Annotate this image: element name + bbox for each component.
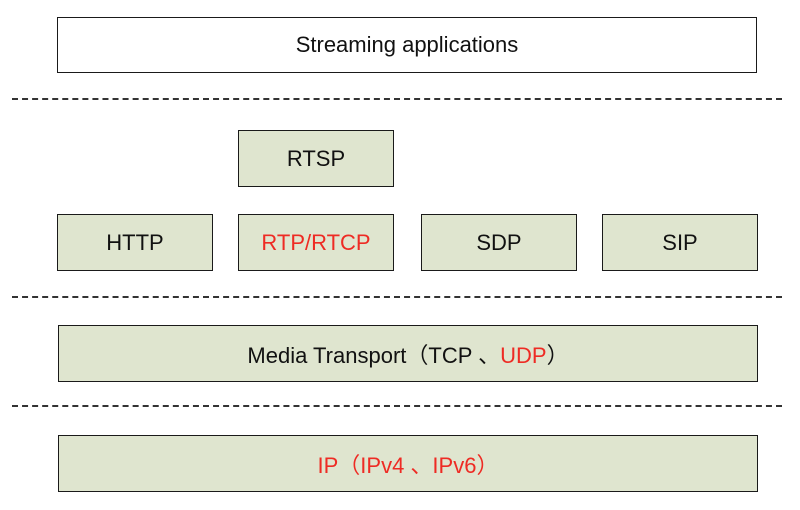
rtsp-label: RTSP bbox=[286, 145, 346, 171]
media-transport-label: Media Transport（TCP 、UDP） bbox=[247, 338, 568, 370]
layer-divider-3 bbox=[12, 405, 782, 407]
layer-divider-2 bbox=[12, 296, 782, 298]
streaming-applications-box: Streaming applications bbox=[57, 17, 757, 73]
rtp-rtcp-label: RTP/RTCP bbox=[261, 229, 371, 255]
sdp-label: SDP bbox=[476, 229, 522, 255]
rtsp-box: RTSP bbox=[238, 130, 394, 187]
ip-box: IP（IPv4 、IPv6） bbox=[58, 435, 758, 492]
rtp-rtcp-box: RTP/RTCP bbox=[238, 214, 394, 271]
sip-box: SIP bbox=[602, 214, 758, 271]
media-transport-prefix: Media Transport（TCP 、 bbox=[247, 342, 501, 368]
streaming-applications-label: Streaming applications bbox=[295, 32, 519, 57]
http-box: HTTP bbox=[57, 214, 213, 271]
udp-label: UDP bbox=[500, 342, 547, 368]
ip-label: IP（IPv4 、IPv6） bbox=[317, 452, 499, 478]
media-transport-box: Media Transport（TCP 、UDP） bbox=[58, 325, 758, 382]
sdp-box: SDP bbox=[421, 214, 577, 271]
sip-label: SIP bbox=[662, 229, 698, 255]
layer-divider-1 bbox=[12, 98, 782, 100]
http-label: HTTP bbox=[106, 229, 164, 255]
media-transport-suffix: ） bbox=[546, 342, 569, 368]
